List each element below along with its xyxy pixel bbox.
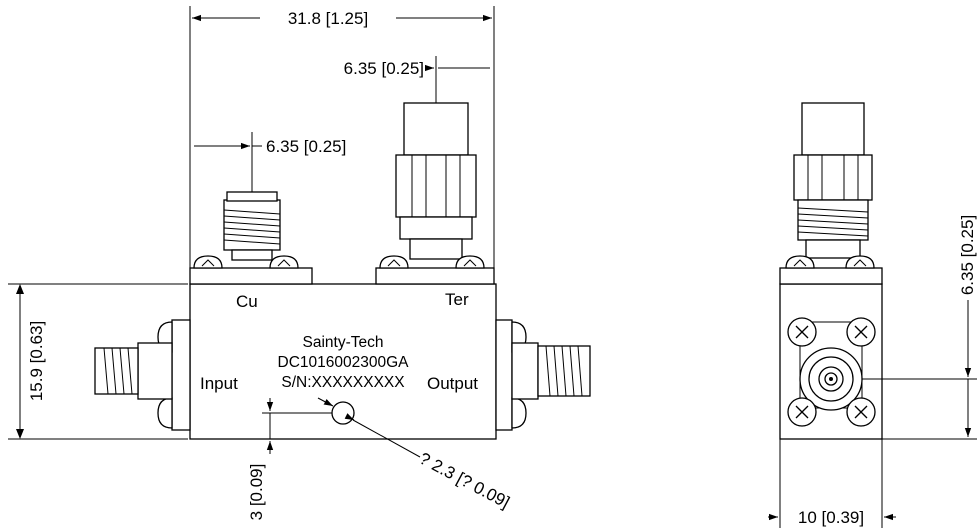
side-height-dimension: 6.35 [0.25]	[862, 215, 977, 440]
side-mount-plate	[779, 267, 883, 285]
serial-text: S/N:XXXXXXXXX	[281, 374, 405, 391]
mounting-hole	[331, 401, 355, 425]
body-height-dimension: 15.9 [0.63]	[8, 283, 188, 440]
cu-mount-plate	[189, 267, 313, 285]
brand-text: Sainty-Tech	[303, 334, 384, 351]
overall-width-text: 31.8 [1.25]	[288, 9, 368, 28]
body-height-text: 15.9 [0.63]	[27, 321, 46, 401]
output-connector	[495, 319, 591, 431]
ter-offset-text: 6.35 [0.25]	[344, 59, 424, 78]
model-text: DC1016002300GA	[278, 354, 410, 371]
input-connector	[94, 319, 191, 431]
cu-port-label: Cu	[236, 292, 258, 311]
output-port-label: Output	[427, 374, 478, 393]
ter-connector	[379, 102, 485, 269]
side-height-text: 6.35 [0.25]	[958, 215, 977, 295]
overall-width-dimension: 31.8 [1.25]	[189, 6, 495, 268]
side-width-dimension: 10 [0.39]	[768, 439, 896, 528]
front-view: Cu Ter Input Output Sainty-Tech DC101600…	[8, 6, 591, 520]
cu-connector	[193, 191, 299, 269]
cu-offset-text: 6.35 [0.25]	[266, 137, 346, 156]
flange-screw-top-right	[846, 317, 876, 347]
hole-offset-dimension: 3 [0.09]	[247, 398, 332, 520]
input-port-label: Input	[200, 374, 238, 393]
side-view: 6.35 [0.25] 10 [0.39]	[768, 102, 977, 528]
cu-offset-dimension: 6.35 [0.25]	[194, 132, 346, 192]
side-width-text: 10 [0.39]	[798, 508, 864, 527]
flange-screw-bottom-left	[787, 397, 817, 427]
flange-screw-bottom-right	[846, 397, 876, 427]
flange-screw-top-left	[787, 317, 817, 347]
side-flange	[799, 321, 863, 411]
ter-offset-dimension: 6.35 [0.25]	[344, 56, 490, 103]
ter-port-label: Ter	[445, 290, 469, 309]
ter-mount-plate	[375, 267, 495, 285]
hole-diameter-text: ? 2.3 [? 0.09]	[416, 449, 513, 512]
side-connector	[785, 102, 875, 269]
hole-offset-text: 3 [0.09]	[247, 464, 266, 521]
